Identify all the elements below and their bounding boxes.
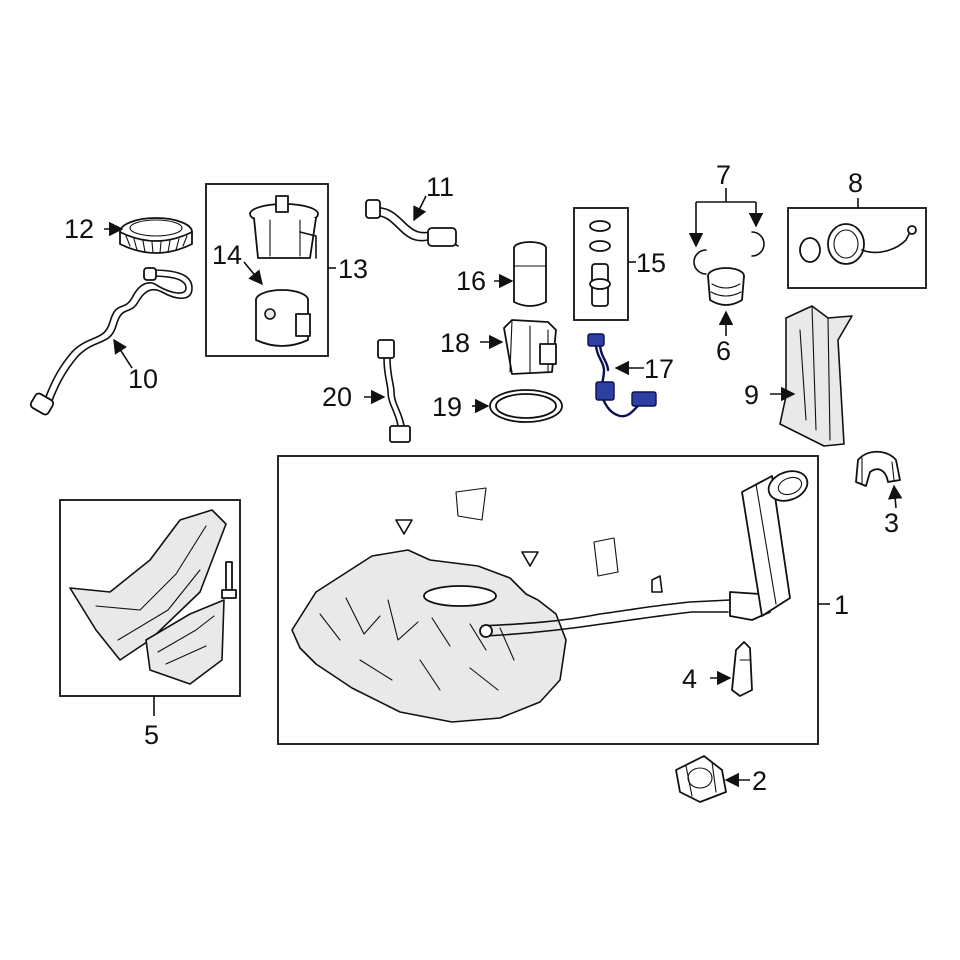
callout-13: 13 bbox=[338, 254, 368, 284]
callout-10: 10 bbox=[128, 364, 158, 394]
part-14-fuel-filter[interactable] bbox=[255, 289, 311, 347]
part-12-lock-ring[interactable] bbox=[119, 217, 193, 254]
callout-9: 9 bbox=[744, 380, 759, 410]
part-4-bracket[interactable] bbox=[731, 641, 753, 697]
part-5-heat-shields[interactable] bbox=[69, 509, 237, 685]
callout-1: 1 bbox=[834, 590, 849, 620]
part-20-connector-wire[interactable] bbox=[377, 339, 411, 443]
part-8-fuel-cap[interactable] bbox=[799, 223, 917, 265]
part-16-filter[interactable] bbox=[513, 241, 547, 307]
box-15 bbox=[573, 207, 629, 321]
part-6-filler-hose[interactable] bbox=[707, 267, 745, 306]
box-1 bbox=[277, 455, 819, 745]
callout-12: 12 bbox=[64, 214, 94, 244]
callout-6: 6 bbox=[716, 336, 731, 366]
part-17-wiring-harness[interactable] bbox=[587, 333, 657, 418]
callout-7: 7 bbox=[716, 160, 731, 190]
part-19-gasket[interactable] bbox=[489, 389, 563, 423]
part-10-vent-hose[interactable] bbox=[29, 267, 193, 416]
callout-11: 11 bbox=[426, 172, 454, 202]
callout-5: 5 bbox=[144, 720, 159, 750]
box-13 bbox=[205, 183, 329, 357]
part-15-seal-kit[interactable] bbox=[589, 220, 611, 307]
part-1-fuel-tank[interactable] bbox=[291, 466, 812, 723]
callout-8: 8 bbox=[848, 168, 863, 198]
part-11-fuel-line[interactable] bbox=[365, 199, 459, 247]
callout-18: 18 bbox=[440, 328, 470, 358]
part-7-clamps[interactable] bbox=[693, 231, 765, 275]
part-9-filler-shield[interactable] bbox=[779, 305, 853, 447]
box-5 bbox=[59, 499, 241, 697]
part-2-valve[interactable] bbox=[675, 755, 727, 803]
part-3-clip[interactable] bbox=[855, 450, 901, 487]
part-13-pump-module[interactable] bbox=[249, 195, 319, 259]
callout-20: 20 bbox=[322, 382, 352, 412]
callout-14: 14 bbox=[212, 240, 242, 270]
callout-19: 19 bbox=[432, 392, 462, 422]
callout-3: 3 bbox=[884, 508, 899, 538]
callout-17: 17 bbox=[644, 354, 674, 384]
callout-15: 15 bbox=[636, 248, 666, 278]
callout-16: 16 bbox=[456, 266, 486, 296]
callout-2: 2 bbox=[752, 766, 767, 796]
box-8 bbox=[787, 207, 927, 289]
callout-4: 4 bbox=[682, 664, 697, 694]
part-18-sender-unit[interactable] bbox=[503, 319, 557, 375]
